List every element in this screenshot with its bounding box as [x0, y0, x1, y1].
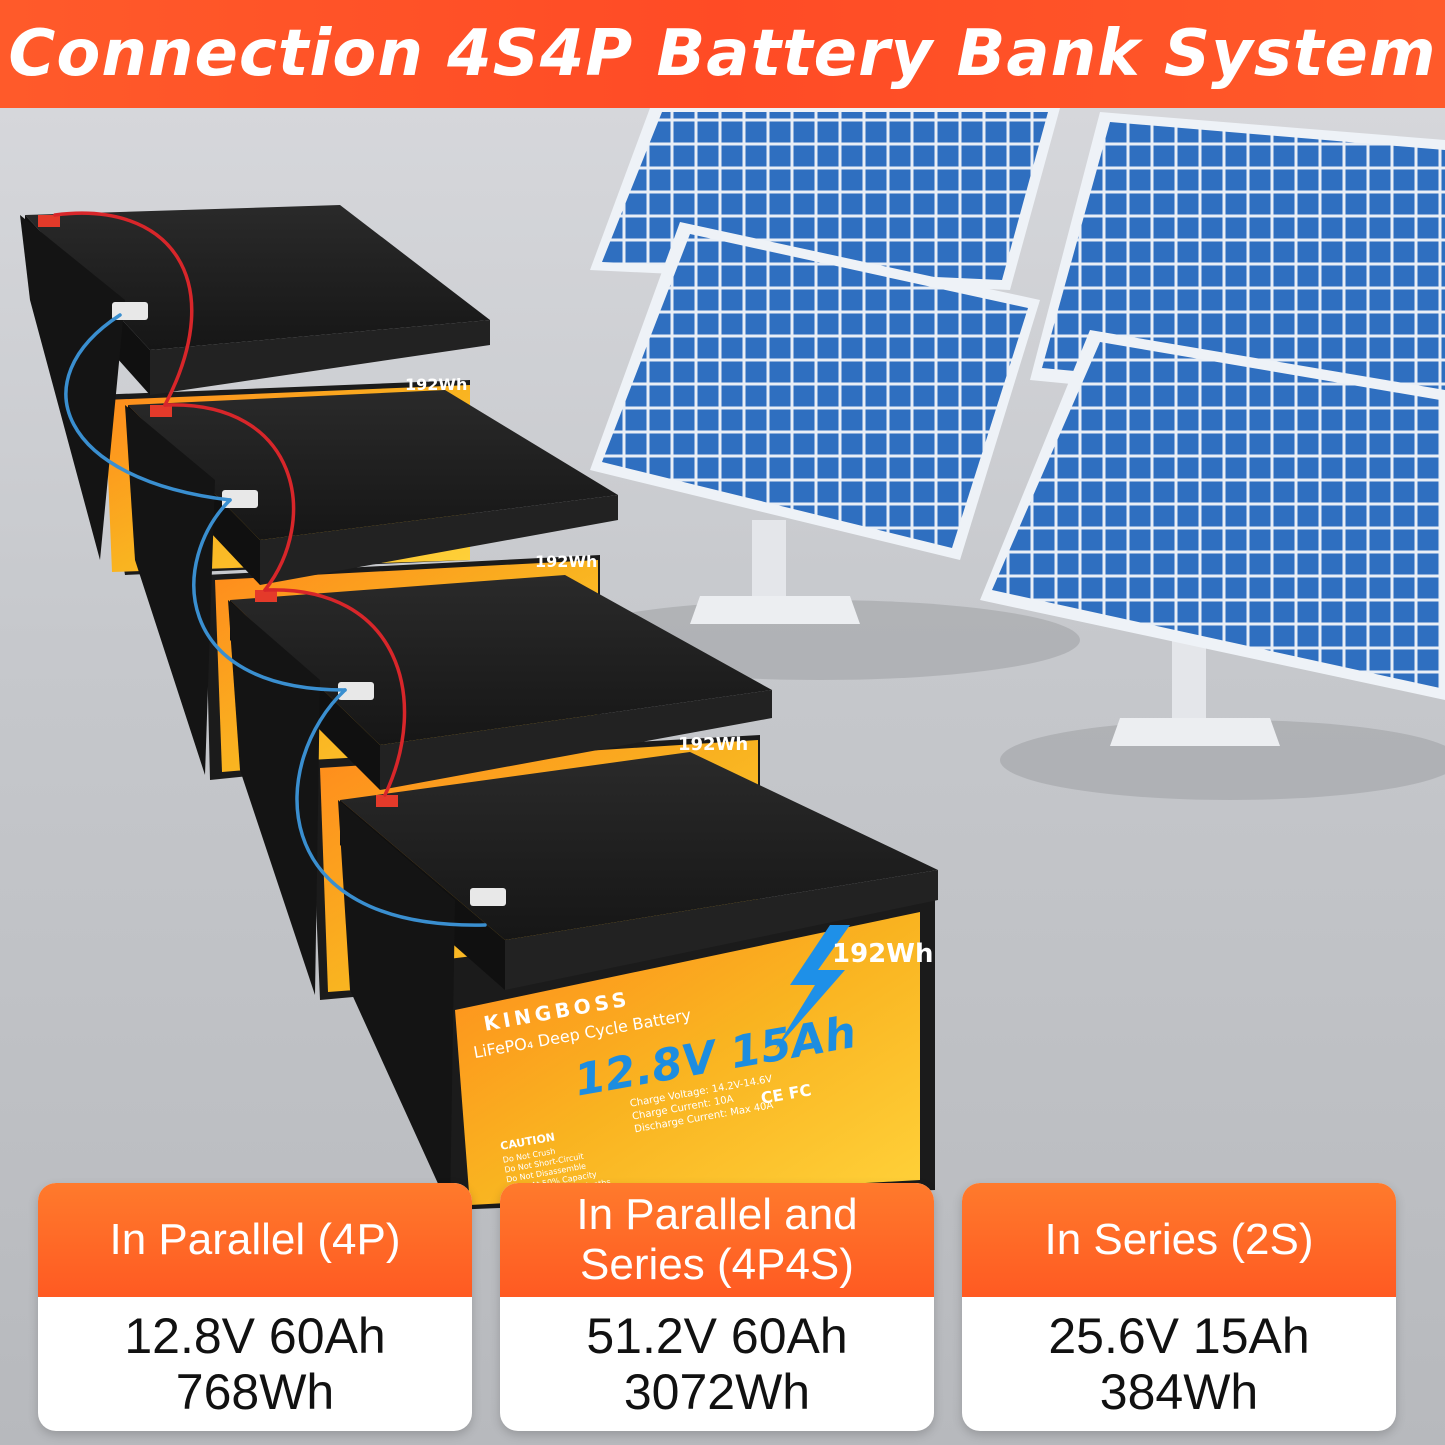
card-header-text: In Parallel and Series (4P4S) [576, 1190, 858, 1289]
card-voltage-capacity: 51.2V 60Ah [586, 1308, 848, 1364]
card-energy: 768Wh [175, 1364, 335, 1420]
battery-energy-label: 192Wh [678, 734, 748, 755]
ground-shadow [1000, 720, 1445, 800]
positive-terminal [150, 405, 172, 417]
battery-4: 192Wh KINGBOSS LiFePO₄ Deep Cycle Batter… [338, 752, 938, 1210]
card-header: In Series (2S) [962, 1183, 1396, 1297]
battery-energy-label: 192Wh [405, 375, 467, 394]
positive-terminal [376, 795, 398, 807]
panel-stand [690, 520, 860, 624]
configuration-cards: In Parallel (4P) 12.8V 60Ah 768Wh In Par… [0, 1183, 1445, 1433]
negative-wire [295, 688, 487, 927]
card-voltage-capacity: 12.8V 60Ah [124, 1308, 386, 1364]
solar-panel-front-left [590, 222, 1040, 560]
terminals [38, 215, 506, 906]
card-series: In Series (2S) 25.6V 15Ah 384Wh [962, 1183, 1396, 1431]
battery-energy-label: 192Wh [832, 939, 933, 969]
positive-wire [53, 211, 194, 407]
card-energy: 3072Wh [623, 1364, 811, 1420]
negative-wire [192, 498, 347, 692]
positive-terminal [38, 215, 60, 227]
card-voltage-capacity: 25.6V 15Ah [1048, 1308, 1310, 1364]
scene-svg: 192Wh 192Wh 192Wh [20, 108, 1445, 1210]
card-header: In Parallel and Series (4P4S) [500, 1183, 934, 1297]
negative-wire [64, 313, 232, 502]
panel-stand [1110, 640, 1280, 746]
negative-terminal [222, 490, 258, 508]
scene-illustration: 192Wh 192Wh 192Wh [0, 108, 1445, 1445]
positive-terminal [255, 590, 277, 602]
card-body: 25.6V 15Ah 384Wh [962, 1297, 1396, 1431]
positive-wire [263, 588, 407, 797]
card-header-text: In Series (2S) [1044, 1215, 1314, 1264]
card-body: 51.2V 60Ah 3072Wh [500, 1297, 934, 1431]
positive-wire [163, 403, 296, 592]
battery-energy-label: 192Wh [535, 552, 597, 571]
card-body: 12.8V 60Ah 768Wh [38, 1297, 472, 1431]
card-header-text: In Parallel (4P) [109, 1215, 401, 1264]
banner-title: Connection 4S4P Battery Bank System [8, 17, 1437, 91]
title-banner: Connection 4S4P Battery Bank System [0, 0, 1445, 108]
wires [53, 211, 487, 927]
card-parallel: In Parallel (4P) 12.8V 60Ah 768Wh [38, 1183, 472, 1431]
negative-terminal [338, 682, 374, 700]
card-header: In Parallel (4P) [38, 1183, 472, 1297]
solar-panel-front-right [980, 330, 1445, 700]
negative-terminal [470, 888, 506, 906]
card-energy: 384Wh [1099, 1364, 1259, 1420]
card-parallel-series: In Parallel and Series (4P4S) 51.2V 60Ah… [500, 1183, 934, 1431]
